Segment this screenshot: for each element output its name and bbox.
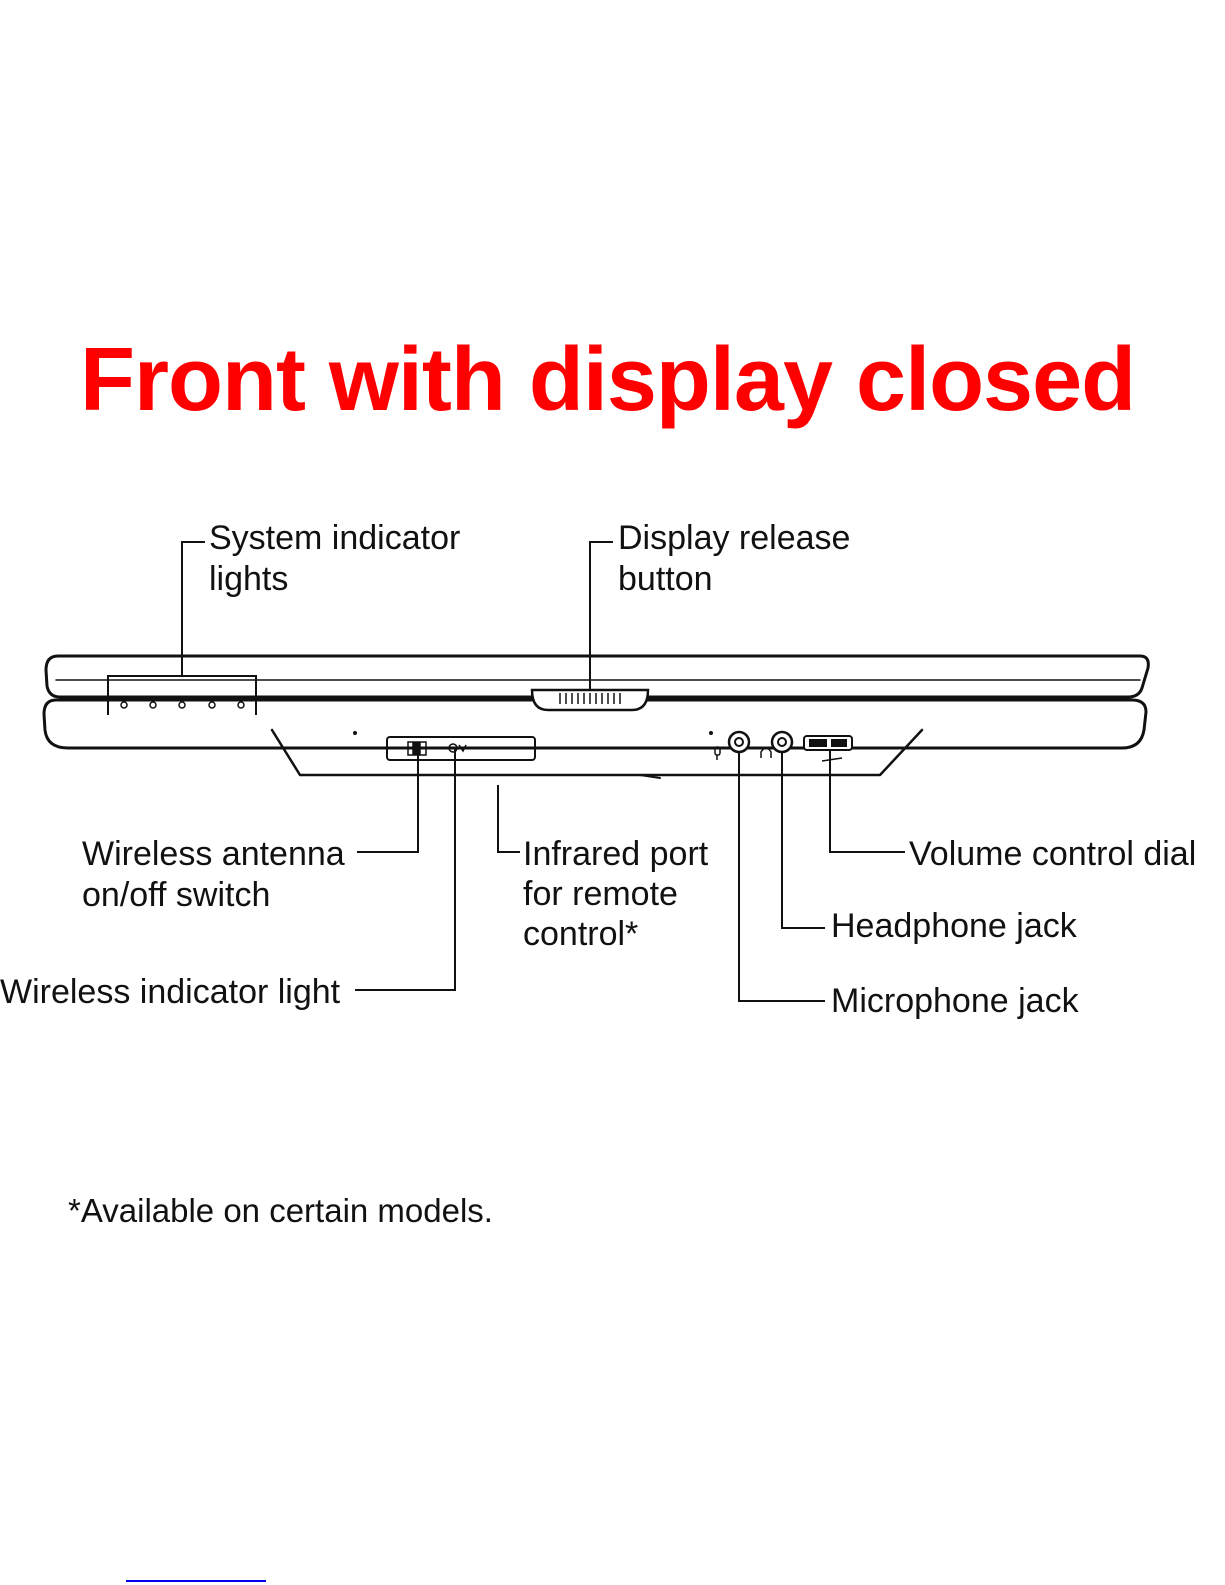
infrared-port-label: Infrared port for remote control* xyxy=(523,834,708,954)
headphone-jack-icon xyxy=(772,732,792,752)
microphone-jack-label: Microphone jack xyxy=(831,981,1079,1022)
volume-dial-icon xyxy=(804,736,852,761)
wireless-antenna-switch-label: Wireless antenna on/off switch xyxy=(82,834,345,916)
volume-control-dial-label: Volume control dial xyxy=(909,834,1196,875)
microphone-jack-icon xyxy=(729,732,749,752)
display-release-button-label: Display release button xyxy=(618,518,850,600)
indicator-lights-icon xyxy=(121,702,244,708)
availability-footnote: *Available on certain models. xyxy=(68,1192,493,1230)
bottom-link-underline[interactable] xyxy=(126,1580,266,1582)
wireless-indicator-light-label: Wireless indicator light xyxy=(0,972,340,1013)
headphone-jack-label: Headphone jack xyxy=(831,906,1077,947)
system-indicator-lights-label: System indicator lights xyxy=(209,518,460,600)
display-release-button-icon xyxy=(532,690,648,710)
